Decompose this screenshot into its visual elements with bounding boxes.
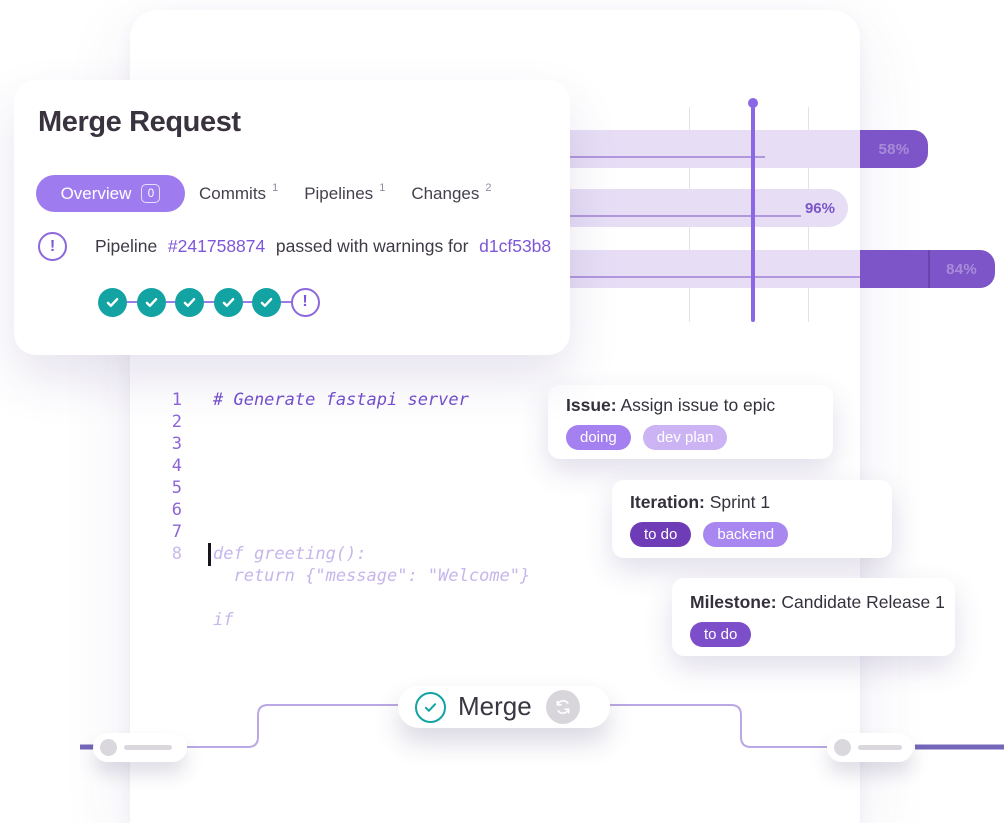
code-line: 5app = FastAPI(): [160, 477, 530, 499]
tag-to-do[interactable]: to do: [630, 522, 692, 547]
stage-warning-icon[interactable]: !: [290, 287, 320, 317]
milestone-card[interactable]: Milestone: Candidate Release 1 to do: [672, 578, 955, 656]
branch-node-dash: [858, 745, 902, 750]
tab-label: Changes: [411, 183, 480, 203]
chart-bar-3-progress-line: [556, 276, 860, 278]
code-line: 1 # Generate fastapi server: [160, 389, 530, 411]
tab-count: 2: [485, 181, 492, 194]
tab-count-badge: 0: [141, 184, 161, 203]
tab-commits[interactable]: Commits 1: [199, 181, 279, 204]
code-line-number: 1: [171, 390, 182, 410]
branch-node-dash: [124, 745, 172, 750]
tab-count: 1: [379, 181, 386, 194]
chart-bar-3-label: 84%: [946, 260, 977, 278]
pipeline-status-text: Pipeline #241758874 passed with warnings…: [95, 236, 551, 257]
tag-dev-plan[interactable]: dev plan: [642, 425, 728, 450]
code-line: if: [160, 609, 530, 631]
code-ghost-suggestion: def greeting():: [208, 543, 367, 566]
pipeline-stages-connector: [112, 301, 306, 303]
code-line-number: 6: [171, 500, 182, 520]
merge-request-title: Merge Request: [38, 106, 241, 138]
pipeline-status-row: ! Pipeline #241758874 passed with warnin…: [38, 232, 551, 261]
chart-marker-line: [751, 103, 755, 322]
chart-bar-3-value-segment: 84%: [860, 250, 995, 288]
tab-label: Overview: [60, 183, 132, 203]
code-line-number: [160, 565, 182, 587]
chart-bar-2-track: 96%: [556, 189, 848, 227]
code-line-number: 8: [171, 544, 182, 564]
milestone-card-title: Milestone: Candidate Release 1: [690, 592, 945, 612]
refresh-icon[interactable]: [545, 690, 580, 724]
tab-overview-active[interactable]: Overview 0: [36, 175, 185, 212]
chart-bar-1-progress-line: [556, 156, 765, 158]
chart-bar-3-divider: [928, 250, 930, 288]
check-circle-icon: [415, 691, 446, 723]
stage-passed-icon[interactable]: [175, 287, 204, 317]
chart-bar-1-track: [556, 130, 860, 168]
code-line-number: 7: [171, 522, 182, 542]
code-line: 3from fastapi import FastAPI: [160, 433, 530, 455]
code-line-number: [160, 587, 182, 609]
branch-node-dot-icon: [100, 739, 117, 756]
branch-node-left: [93, 733, 187, 762]
warning-icon: !: [38, 232, 67, 261]
chart-bar-1-label: 58%: [878, 140, 910, 158]
status-text-middle: passed with warnings for: [275, 236, 469, 256]
code-editor[interactable]: 1 # Generate fastapi server 23from fastapi…: [160, 389, 531, 631]
tag-to-do[interactable]: to do: [690, 622, 752, 647]
tab-label: Commits: [199, 183, 267, 203]
pipeline-stages: !: [98, 287, 320, 317]
tab-changes[interactable]: Changes 2: [411, 181, 492, 204]
branch-node-dot-icon: [834, 739, 851, 756]
branch-node-right: [827, 733, 913, 762]
code-line-number: 2: [171, 412, 182, 432]
chart-marker-dot: [748, 98, 758, 108]
iteration-card[interactable]: Iteration: Sprint 1 to do backend: [612, 480, 892, 558]
pipeline-id-link[interactable]: #241758874: [167, 236, 266, 256]
mr-tabs: Overview 0 Commits 1 Pipelines 1 Changes 2: [36, 175, 518, 212]
issue-card-title: Issue: Assign issue to epic: [566, 395, 776, 415]
chart-bar-2-label: 96%: [804, 199, 835, 217]
code-line-number: 5: [171, 478, 182, 498]
issue-card[interactable]: Issue: Assign issue to epic doing dev pla…: [548, 385, 833, 459]
stage-passed-icon[interactable]: [136, 287, 166, 317]
tab-count: 1: [272, 181, 279, 194]
code-text: # Generate fastapi server: [213, 390, 469, 410]
text-caret: [208, 543, 211, 566]
issue-card-tags: doing dev plan: [566, 425, 815, 450]
chart-bar-3-track: [556, 250, 860, 288]
tab-label: Pipelines: [304, 183, 374, 203]
milestone-card-tags: to do: [690, 622, 937, 647]
code-line: 6: [160, 499, 530, 521]
code-line-number: 3: [171, 434, 182, 454]
code-ghost-suggestion: return {"message": "Welcome"}: [213, 566, 531, 586]
code-line: 8 def greeting():: [160, 543, 530, 566]
tag-backend[interactable]: backend: [703, 522, 789, 547]
commit-hash-link[interactable]: d1cf53b8: [479, 236, 552, 256]
code-line: [160, 587, 530, 609]
chart-bar-2-progress-line: [556, 215, 801, 217]
stage-passed-icon[interactable]: [252, 287, 281, 317]
code-line-number: [160, 609, 182, 631]
code-line: return {"message": "Welcome"}: [160, 565, 530, 587]
code-line-number: 4: [171, 456, 182, 476]
code-line: 4: [160, 455, 530, 477]
iteration-card-title: Iteration: Sprint 1: [630, 492, 771, 512]
code-ghost-suggestion: if: [213, 610, 234, 630]
status-text-before: Pipeline: [95, 236, 158, 256]
iteration-card-tags: to do backend: [630, 522, 874, 547]
stage-passed-icon[interactable]: [98, 287, 127, 317]
code-line: 2: [160, 411, 530, 433]
stage-passed-icon[interactable]: [213, 287, 243, 317]
tab-pipelines[interactable]: Pipelines 1: [304, 181, 386, 204]
tag-doing[interactable]: doing: [566, 425, 631, 450]
chart-bar-1-value-segment: 58%: [860, 130, 928, 168]
merge-button[interactable]: Merge: [398, 686, 610, 728]
merge-button-label: Merge: [458, 690, 532, 721]
code-line: 7@app.get("/"): [160, 521, 530, 543]
